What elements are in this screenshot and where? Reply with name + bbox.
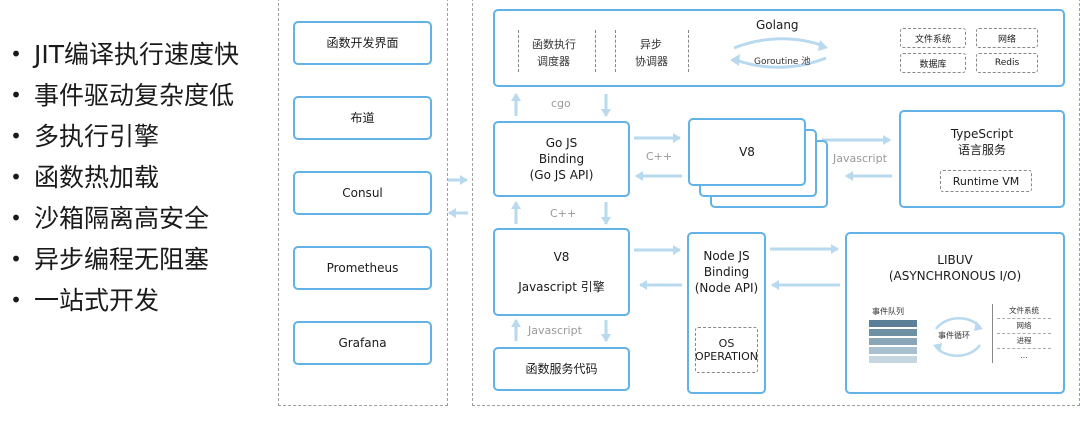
storage-filesystem: 文件系统 — [900, 28, 966, 48]
feature-item: •沙箱隔离高安全 — [10, 204, 210, 233]
service-budao: 布道 — [293, 96, 432, 140]
cpp-label-1: C++ — [646, 150, 673, 163]
service-grafana: Grafana — [293, 321, 432, 365]
cpp-label-2: C++ — [550, 207, 577, 220]
nodejs-binding-box: Node JS Binding (Node API) — [687, 232, 766, 394]
event-queue-icon — [869, 320, 917, 363]
event-loop-label: 事件循环 — [938, 331, 970, 340]
scheduler-label-1: 函数执行 — [532, 38, 576, 51]
runtime-vm-box: Runtime VM — [940, 170, 1032, 192]
goroutine-pool-label: Goroutine 池 — [754, 57, 811, 67]
golang-box — [493, 9, 1065, 87]
libuv-box: LIBUV (ASYNCHRONOUS I/O) — [845, 232, 1065, 394]
goroutine-cycle-icon — [730, 37, 828, 69]
service-prometheus: Prometheus — [293, 246, 432, 290]
service-consul: Consul — [293, 171, 432, 215]
storage-redis: Redis — [976, 53, 1038, 73]
feature-item: •JIT编译执行速度快 — [10, 40, 240, 69]
function-code-box: 函数服务代码 — [493, 347, 630, 391]
v8-engine-box: V8 Javascript 引擎 — [493, 228, 630, 316]
feature-item: •一站式开发 — [10, 286, 160, 315]
v8-isolate-box: V8 — [688, 118, 806, 186]
javascript-label-2: Javascript — [528, 324, 582, 337]
javascript-label-1: Javascript — [833, 152, 887, 165]
libuv-resource-list: 文件系统 网络 进程 ... — [992, 304, 1051, 363]
gojs-binding-box: Go JS Binding (Go JS API) — [493, 121, 630, 197]
cgo-label: cgo — [551, 97, 571, 110]
feature-item: •多执行引擎 — [10, 122, 160, 151]
feature-item: •函数热加载 — [10, 163, 160, 192]
feature-item: •异步编程无阻塞 — [10, 245, 210, 274]
service-dev-ui: 函数开发界面 — [293, 21, 432, 65]
golang-title: Golang — [756, 18, 799, 32]
feature-list: •JIT编译执行速度快 •事件驱动复杂度低 •多执行引擎 •函数热加载 •沙箱隔… — [8, 34, 278, 321]
feature-item: •事件驱动复杂度低 — [10, 81, 235, 110]
storage-database: 数据库 — [900, 53, 966, 73]
event-loop-icon — [933, 317, 983, 357]
typescript-box: TypeScript 语言服务 — [899, 110, 1065, 208]
services-frame — [278, 0, 448, 406]
coordinator-label-2: 协调器 — [635, 55, 668, 68]
scheduler-label-2: 调度器 — [537, 55, 570, 68]
coordinator-label-1: 异步 — [640, 38, 662, 51]
storage-network: 网络 — [976, 28, 1038, 48]
os-operation-box: OS OPERATION — [695, 327, 758, 373]
event-queue-label: 事件队列 — [872, 307, 904, 316]
